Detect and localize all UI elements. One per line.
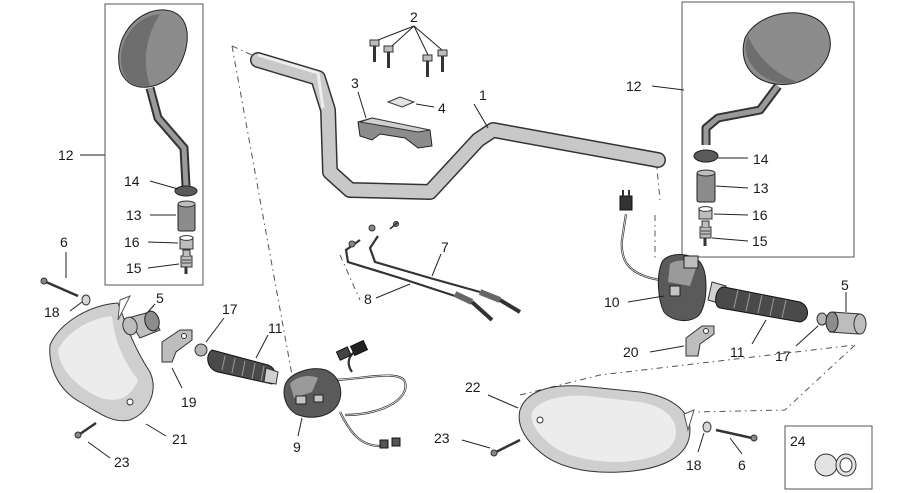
callout-16-right: 16 [752,207,768,223]
callout-12-left: 12 [58,147,74,163]
callout-5-left: 5 [156,290,164,306]
callout-9: 9 [293,439,301,455]
left-guard-bolt [40,252,79,298]
right-washer [697,421,712,453]
callout-labels: 1 2 3 4 5 5 6 6 7 8 9 10 11 11 12 12 13 … [44,9,849,473]
right-mirror-box [651,1,855,258]
callout-13-right: 13 [753,180,769,196]
left-bar-end [122,303,161,339]
callout-6-right: 6 [738,457,746,473]
right-bracket [649,325,715,357]
callout-8: 8 [364,291,372,307]
callout-2: 2 [410,9,418,25]
left-boot [174,185,198,197]
callout-23-left: 23 [114,454,130,470]
left-switch-assembly [283,339,407,449]
left-small-spacer [194,317,225,357]
callout-21: 21 [172,431,188,447]
callout-20: 20 [623,344,639,360]
right-boot [693,149,719,163]
callout-11-left: 11 [268,320,283,336]
callout-23-right: 23 [434,430,450,446]
callout-16-left: 16 [124,234,140,250]
left-adapter-bolt [180,249,193,274]
right-hand-guard [487,385,695,473]
right-mirror-head [742,12,831,86]
handlebar-clamp [357,91,433,149]
handlebar [250,52,666,200]
right-spacer [696,169,716,203]
callout-3: 3 [351,75,359,91]
left-mirror-box [80,3,204,286]
inset-box-24 [784,425,873,490]
callout-17-left: 17 [222,301,238,317]
callout-22: 22 [465,379,481,395]
callout-24: 24 [790,433,806,449]
callout-14-left: 14 [124,173,140,189]
callout-18-left: 18 [44,304,60,320]
left-nut [179,235,194,250]
right-nut [698,206,713,220]
right-guard-screw [461,438,521,457]
throttle-cables [344,221,522,322]
left-spacer [177,200,196,232]
clamp-screws [369,25,448,77]
right-grip [707,281,808,345]
left-washer [69,294,91,312]
right-bar-end [825,292,867,335]
right-switch-assembly [619,190,707,321]
right-guard-bolt [715,428,758,455]
clamp-plate [386,96,435,108]
callout-17-right: 17 [775,348,791,364]
callout-14-right: 14 [753,151,769,167]
callout-15-right: 15 [752,233,768,249]
left-bracket [161,329,193,389]
callout-11-right: 11 [730,344,745,360]
callout-6-left: 6 [60,234,68,250]
callout-19: 19 [181,394,197,410]
callout-7: 7 [441,239,449,255]
callout-4: 4 [438,100,446,116]
callout-15-left: 15 [126,260,142,276]
callout-18-right: 18 [686,457,702,473]
callout-12-right: 12 [626,78,642,94]
callout-10: 10 [604,294,620,310]
callout-1: 1 [479,87,487,103]
left-guard-screw [74,421,111,459]
right-adapter-bolt [699,220,712,246]
callout-13-left: 13 [126,207,142,223]
callout-5-right: 5 [841,277,849,293]
left-mirror-head [118,9,188,88]
left-grip [207,334,279,385]
